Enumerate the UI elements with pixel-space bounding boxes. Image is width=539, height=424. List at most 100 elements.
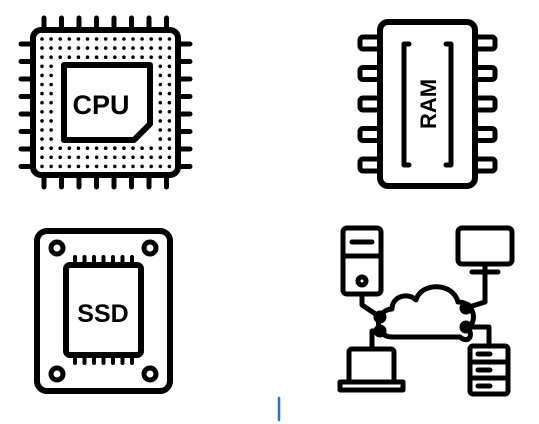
- cpu-dot: [131, 37, 135, 41]
- cpu-dot: [58, 164, 62, 169]
- cpu-dot: [40, 146, 44, 150]
- cpu-dot: [158, 110, 163, 114]
- cpu-dot: [58, 55, 62, 59]
- cpu-dot: [85, 37, 90, 41]
- ram-pin: [357, 126, 383, 143]
- ssd-pins: [73, 255, 134, 365]
- cpu-dot: [94, 164, 99, 169]
- cpu-dot: [158, 155, 163, 160]
- cpu-dot: [76, 146, 81, 150]
- laptop-icon: [337, 346, 406, 393]
- cpu-dot: [167, 73, 172, 78]
- ram-pin: [472, 95, 498, 113]
- cpu-dot: [131, 146, 135, 150]
- cpu-dot: [158, 146, 163, 150]
- cpu-dot: [40, 55, 44, 59]
- ram-pin: [472, 34, 498, 52]
- cpu-dot: [49, 110, 53, 114]
- screw-icon: [141, 365, 159, 383]
- cpu-dot: [167, 64, 172, 69]
- cpu-dot: [40, 64, 44, 69]
- cpu-dot: [167, 119, 172, 123]
- cloud-network-icon: [337, 225, 515, 397]
- cpu-dot: [67, 46, 72, 50]
- ram-module-icon: RAM: [357, 19, 498, 189]
- cpu-dot: [131, 155, 135, 160]
- cpu-dot: [158, 37, 163, 41]
- cpu-dot: [167, 146, 172, 150]
- cpu-dot: [122, 164, 126, 169]
- cpu-dot: [103, 146, 108, 150]
- cpu-dot: [113, 37, 117, 41]
- cpu-dot: [40, 137, 44, 141]
- cpu-dot: [85, 55, 90, 59]
- cpu-dot: [40, 73, 44, 78]
- cpu-dot: [67, 164, 72, 169]
- cpu-dot: [85, 46, 90, 50]
- cpu-dot: [167, 82, 172, 87]
- cpu-dot: [122, 37, 126, 41]
- cpu-dot: [149, 164, 153, 169]
- cpu-dot: [76, 155, 81, 160]
- ssd-label: SSD: [77, 300, 128, 328]
- cpu-dot: [49, 64, 53, 69]
- cpu-dot: [49, 91, 53, 96]
- cpu-dot: [94, 46, 99, 50]
- cpu-dot: [40, 164, 44, 169]
- ram-pin: [357, 95, 383, 113]
- cpu-dot: [140, 155, 144, 160]
- cpu-dot: [40, 155, 44, 160]
- cpu-dot: [49, 46, 53, 50]
- cpu-dot: [58, 155, 62, 160]
- cpu-dot: [58, 146, 62, 150]
- cpu-dot: [94, 146, 99, 150]
- cpu-dot: [149, 146, 153, 150]
- cpu-dot: [49, 82, 53, 87]
- cpu-dot: [49, 119, 53, 123]
- cpu-dot: [40, 37, 44, 41]
- cpu-dot: [158, 73, 163, 78]
- cpu-dot: [94, 55, 99, 59]
- cpu-dot: [40, 119, 44, 123]
- cpu-dot: [103, 155, 108, 160]
- cpu-label: CPU: [72, 90, 129, 120]
- cpu-dot: [158, 100, 163, 105]
- cpu-dot: [76, 46, 81, 50]
- cpu-dot: [140, 37, 144, 41]
- cpu-dot: [76, 37, 81, 41]
- cpu-dot: [122, 55, 126, 59]
- cpu-dot: [158, 64, 163, 69]
- cpu-dot: [76, 164, 81, 169]
- cpu-dot: [167, 128, 172, 132]
- screw-icon: [141, 239, 159, 257]
- cpu-dot: [85, 164, 90, 169]
- cpu-dot: [140, 46, 144, 50]
- cpu-dot: [49, 55, 53, 59]
- server-icon: [467, 343, 511, 397]
- cpu-dot: [49, 137, 53, 141]
- screw-icon: [48, 239, 66, 257]
- cpu-dot: [158, 119, 163, 123]
- cpu-dot: [158, 82, 163, 87]
- cpu-dot: [103, 164, 108, 169]
- cpu-dot: [49, 37, 53, 41]
- cpu-dot: [167, 110, 172, 114]
- cpu-dot: [40, 100, 44, 105]
- cpu-dot: [49, 100, 53, 105]
- cpu-dot: [167, 100, 172, 105]
- cpu-dot: [149, 37, 153, 41]
- cpu-dot: [49, 164, 53, 169]
- cpu-dot: [122, 146, 126, 150]
- ram-pin: [472, 126, 498, 143]
- cpu-dot: [103, 55, 108, 59]
- cpu-dot: [49, 155, 53, 160]
- cpu-dot: [113, 164, 117, 169]
- cpu-dot: [167, 137, 172, 141]
- ram-pin: [357, 34, 383, 52]
- ram-pin: [472, 65, 498, 82]
- cpu-dot: [113, 155, 117, 160]
- cpu-dot: [140, 146, 144, 150]
- cpu-dot: [113, 55, 117, 59]
- cpu-dot: [49, 128, 53, 132]
